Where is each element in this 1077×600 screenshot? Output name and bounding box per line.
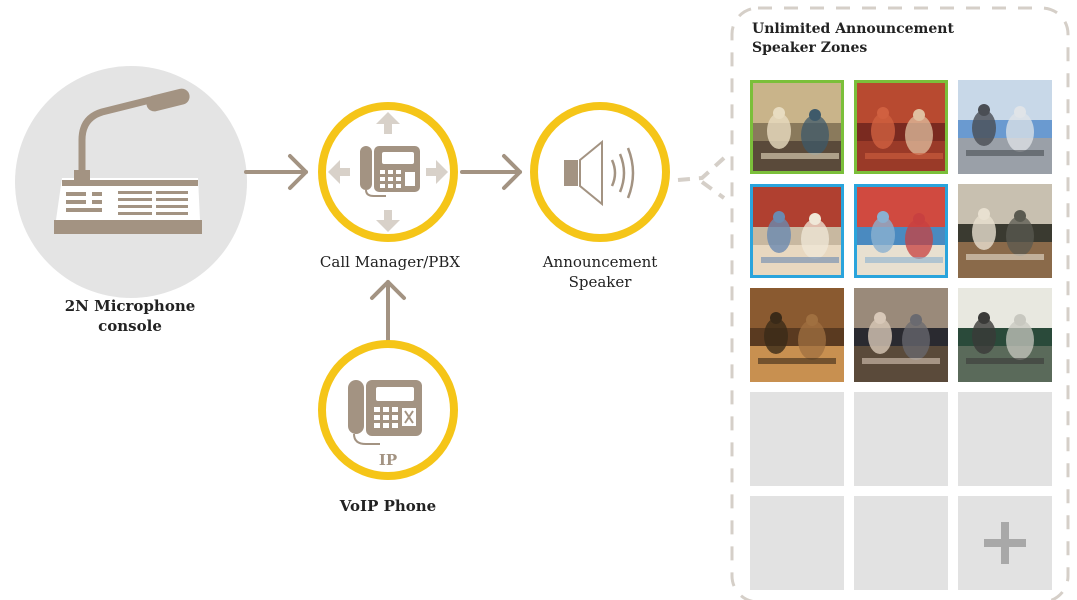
microphone-console-label-line2: console bbox=[98, 317, 162, 335]
zones-title: Unlimited Announcement Speaker Zones bbox=[752, 20, 1052, 58]
voip-phone-label: VoIP Phone bbox=[339, 497, 437, 515]
zone-building-exterior bbox=[958, 80, 1052, 174]
zone-gymnasium-photo bbox=[750, 288, 844, 382]
voip-ip-badge: IP bbox=[378, 451, 398, 469]
zones-title-line2: Speaker Zones bbox=[752, 40, 868, 56]
zone-cafeteria bbox=[854, 184, 948, 278]
zone-classroom-1 bbox=[750, 80, 844, 174]
zone-empty-4 bbox=[750, 496, 844, 590]
voip-phone-icon bbox=[318, 340, 458, 480]
call-manager-icon bbox=[318, 102, 458, 242]
zone-hallway bbox=[854, 288, 948, 382]
zones-frame bbox=[730, 6, 1070, 600]
zone-classroom-2-photo bbox=[753, 187, 841, 275]
zone-hallway-photo bbox=[854, 288, 948, 382]
speaker-zone-connector bbox=[677, 156, 726, 200]
microphone-console-label-line1: 2N Microphone bbox=[64, 297, 196, 315]
microphone-console-label: 2N Microphone console bbox=[40, 296, 220, 336]
zone-empty-3 bbox=[958, 392, 1052, 486]
zone-gym-court bbox=[854, 80, 948, 174]
zone-gym-court-photo bbox=[857, 83, 945, 171]
arrow-voip-to-pbx bbox=[370, 280, 406, 342]
zone-classroom-1-photo bbox=[753, 83, 841, 171]
zones-title-line1: Unlimited Announcement bbox=[752, 21, 954, 37]
zone-add[interactable] bbox=[958, 496, 1052, 590]
zone-gymnasium bbox=[750, 288, 844, 382]
announcement-speaker-label-line2: Speaker bbox=[568, 273, 632, 291]
zone-library bbox=[958, 184, 1052, 278]
announcement-speaker-label-line1: Announcement bbox=[542, 253, 658, 271]
zone-cafeteria-photo bbox=[857, 187, 945, 275]
zone-classroom-2 bbox=[750, 184, 844, 278]
zone-empty-2 bbox=[854, 392, 948, 486]
microphone-console-icon bbox=[15, 66, 247, 298]
zone-empty-5 bbox=[854, 496, 948, 590]
zone-classroom-3-photo bbox=[958, 288, 1052, 382]
zone-classroom-3 bbox=[958, 288, 1052, 382]
announcement-speaker-label: Announcement Speaker bbox=[510, 252, 690, 292]
zone-library-photo bbox=[958, 184, 1052, 278]
arrow-console-to-pbx bbox=[244, 154, 308, 190]
arrow-pbx-to-speaker bbox=[460, 154, 522, 190]
call-manager-label: Call Manager/PBX bbox=[319, 253, 461, 271]
add-zone-icon bbox=[958, 496, 1052, 590]
zone-empty-1 bbox=[750, 392, 844, 486]
announcement-speaker-icon bbox=[530, 102, 670, 242]
zone-building-exterior-photo bbox=[958, 80, 1052, 174]
